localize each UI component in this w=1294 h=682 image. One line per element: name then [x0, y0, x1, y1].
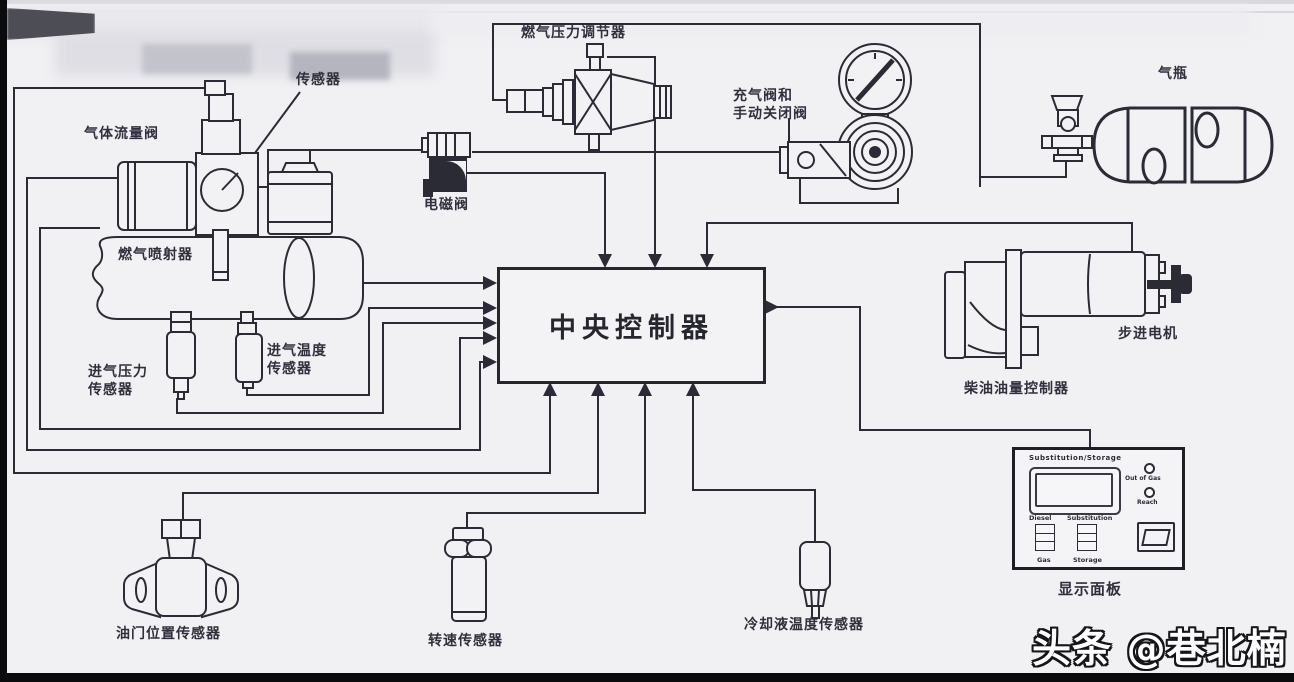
solenoid-valve-label: 电磁阀 [424, 197, 469, 213]
coolant-sensor-label: 冷却液温度传感器 [744, 617, 864, 633]
substitution-mode-label: Substitution [1067, 514, 1113, 522]
reach-led-label: Reach [1137, 499, 1158, 506]
solenoid-valve [421, 132, 471, 197]
intake-pressure-label: 进气压力 传感器 [88, 364, 148, 398]
stepper-motor-assembly [944, 249, 1192, 369]
power-rocker-switch[interactable] [1137, 522, 1175, 552]
out-of-gas-led [1144, 463, 1155, 474]
regulator-label: 燃气压力调节器 [521, 25, 626, 41]
throttle-position-sensor [123, 519, 239, 619]
gas-button[interactable] [1035, 524, 1055, 551]
central-controller-label: 中央控制器 [549, 313, 714, 344]
rpm-sensor [444, 527, 492, 622]
top-edge-strip [0, 0, 1294, 4]
air-filter [267, 162, 333, 235]
diesel-controller-label: 柴油油量控制器 [964, 381, 1069, 397]
gas-cylinders [1092, 106, 1274, 185]
intake-temp-label: 进气温度 传感器 [267, 343, 327, 377]
wires [13, 23, 1133, 544]
coolant-temp-sensor [799, 541, 831, 619]
blurred-watermark-patch [142, 44, 252, 74]
mixer-pipe [91, 229, 364, 320]
stepper-motor-label: 步进电机 [1118, 326, 1178, 342]
storage-button[interactable] [1077, 524, 1097, 551]
left-border-bar [0, 0, 7, 682]
panel-lcd-inner [1035, 473, 1113, 507]
sensor-callout-label: 传感器 [296, 72, 341, 88]
gas-flow-valve [117, 80, 259, 236]
panel-header-text: Substitution/Storage [1029, 454, 1122, 462]
intake-temp-sensor [235, 311, 263, 389]
throttle-sensor-label: 油门位置传感器 [116, 626, 221, 642]
injector-label: 燃气喷射器 [118, 247, 193, 263]
gas-flow-valve-label: 气体流量阀 [84, 126, 159, 142]
display-panel: Substitution/Storage Out of Gas Reach Di… [1012, 447, 1185, 570]
bottom-border-bar [0, 673, 1294, 682]
rpm-sensor-label: 转速传感器 [428, 633, 503, 649]
arrowheads [483, 254, 779, 396]
cylinders-label: 气瓶 [1158, 66, 1188, 82]
out-of-gas-led-label: Out of Gas [1125, 475, 1161, 482]
diesel-mode-label: Diesel [1029, 514, 1052, 522]
fill-valve-label: 充气阀和 手动关闭阀 [733, 88, 808, 122]
intake-pressure-sensor [166, 311, 196, 400]
watermark-text: 头条 @巷北楠猫 [1032, 627, 1287, 672]
central-controller: 中央控制器 [497, 267, 766, 384]
reach-led [1144, 487, 1155, 498]
gas-button-label: Gas [1037, 556, 1051, 564]
panel-lcd-screen [1029, 467, 1121, 515]
storage-button-label: Storage [1073, 556, 1102, 564]
display-panel-caption: 显示面板 [1058, 580, 1123, 598]
blurred-watermark-patch [430, 8, 1250, 34]
gas-pressure-regulator [506, 43, 672, 151]
fill-valve-gauge [779, 43, 913, 204]
blurred-watermark-patch [290, 52, 390, 80]
cylinder-valve [1041, 95, 1093, 162]
